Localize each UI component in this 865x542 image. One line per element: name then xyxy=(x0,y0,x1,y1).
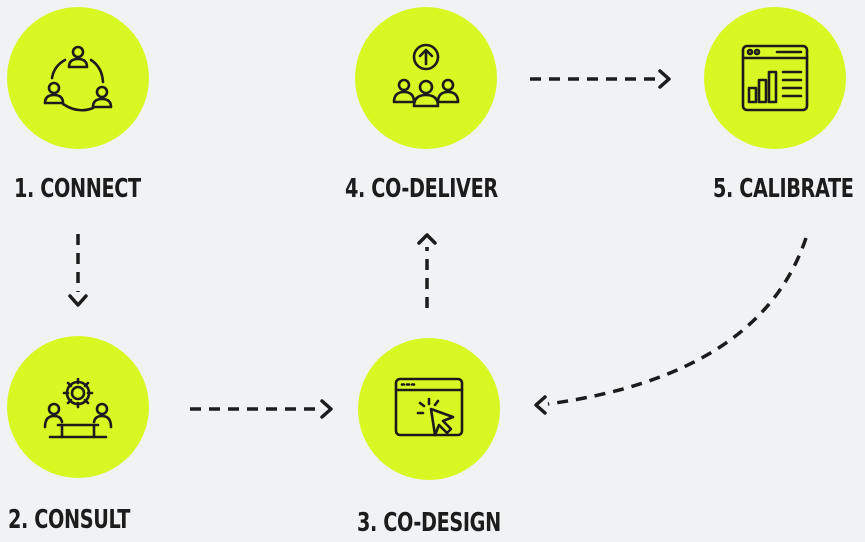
step-3-label: 3. CO-DESIGN xyxy=(357,508,501,538)
step-2-circle xyxy=(7,336,149,478)
dashboard-bar-chart-icon xyxy=(741,44,809,112)
people-network-icon xyxy=(43,45,113,112)
step-2-label: 2. CONSULT xyxy=(8,505,130,535)
step-5-circle xyxy=(704,7,846,149)
arrowhead-down xyxy=(68,294,88,307)
arrowhead-right-2 xyxy=(658,69,671,89)
step-3-circle xyxy=(358,338,500,480)
arrowhead-up xyxy=(417,233,437,245)
step-5-label: 5. CALIBRATE xyxy=(713,174,854,204)
step-1-circle xyxy=(7,7,149,149)
step-4-circle xyxy=(355,7,497,149)
step-4-label: 4. CO-DELIVER xyxy=(345,174,498,204)
arrowhead-right-1 xyxy=(320,399,333,419)
team-upload-icon xyxy=(392,43,460,108)
arrowhead-left xyxy=(534,395,547,415)
step-1-label: 1. CONNECT xyxy=(14,174,141,204)
browser-cursor-click-icon xyxy=(394,377,464,437)
meeting-gear-icon xyxy=(43,377,113,439)
arrow-calibrate-to-codesign xyxy=(547,237,808,406)
